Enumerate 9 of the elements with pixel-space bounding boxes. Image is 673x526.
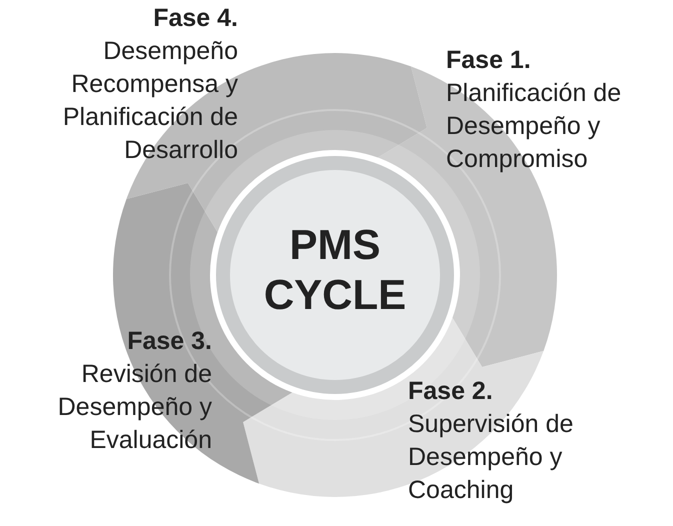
phase-heading: Fase 3. [126, 326, 212, 357]
phase-description: Desempeño Recompensa y Planificación de Desarrollo [62, 36, 238, 166]
phase-heading: Fase 1. [446, 45, 532, 76]
phase-heading: Fase 4. [152, 3, 238, 34]
phase-heading: Fase 2. [408, 376, 494, 407]
cycle-title: PMS CYCLE [262, 220, 408, 320]
phase-description: Revisión de Desempeño y Evaluación [56, 359, 212, 456]
phase-description: Planificación de Desempeño y Compromiso [446, 78, 622, 175]
phase-description: Supervisión de Desempeño y Coaching [408, 409, 574, 506]
